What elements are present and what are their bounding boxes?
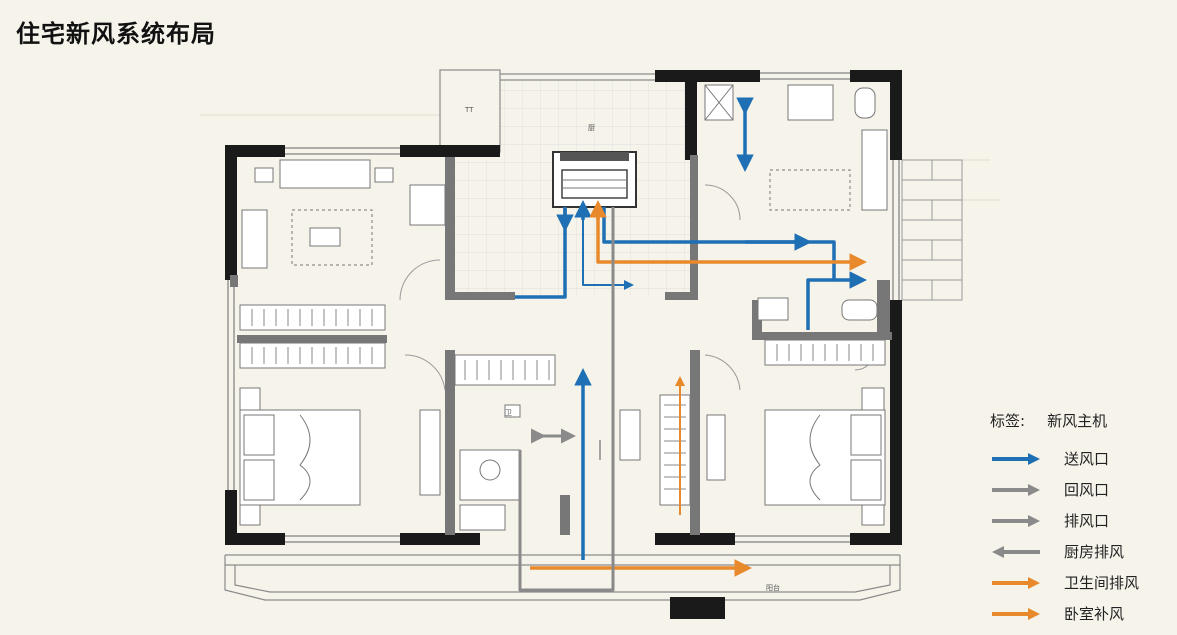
legend-label: 回风口 — [1064, 481, 1110, 499]
room-label-bath: 卫 — [505, 409, 512, 417]
fresh-air-unit — [552, 151, 637, 208]
balcony-bottom — [224, 554, 901, 601]
legend-label: 卧室补风 — [1064, 605, 1125, 623]
room-label-balcony: 阳台 — [766, 583, 780, 592]
room-label-kitchen: 厨 — [588, 124, 595, 132]
legend-label: 卫生间排风 — [1064, 574, 1140, 592]
legend: 标签: 新风主机 送风口 回风口 排风口 厨房排风 — [990, 410, 1170, 629]
return-duct-main — [518, 207, 615, 592]
legend-item-supply: 送风口 — [990, 443, 1170, 474]
interior-partitions — [230, 155, 892, 535]
bedroom-makeup-arrow-icon — [992, 607, 1040, 620]
bathroom-exhaust-arrow-icon — [992, 576, 1040, 589]
supply-arrow-icon — [992, 452, 1040, 465]
middle-bathroom-fixtures — [459, 404, 521, 531]
right-bedroom-bed — [706, 387, 886, 526]
legend-item-exhaust: 排风口 — [990, 505, 1170, 536]
supply-duct-master — [602, 207, 812, 251]
door-swings — [399, 184, 876, 391]
exhaust-arrow-icon — [992, 514, 1040, 527]
exhaust-ducts — [530, 200, 867, 577]
supply-air-ducts — [515, 200, 867, 560]
top-right-bathroom-fixtures — [704, 84, 888, 321]
legend-label: 排风口 — [1064, 512, 1110, 530]
legend-label: 送风口 — [1064, 450, 1110, 468]
windows — [227, 72, 900, 543]
bathroom-floor-tiles — [455, 160, 500, 295]
legend-item-bathroom-exhaust: 卫生间排风 — [990, 567, 1170, 598]
legend-item-kitchen-exhaust: 厨房排风 — [990, 536, 1170, 567]
return-ducts — [518, 207, 615, 592]
balcony-right — [901, 159, 963, 301]
wardrobe-hatching — [251, 309, 874, 490]
supply-duct-living — [515, 207, 567, 299]
legend-item-return: 回风口 — [990, 474, 1170, 505]
legend-item-bedroom-makeup: 卧室补风 — [990, 598, 1170, 629]
page-title: 住宅新风系统布局 — [16, 20, 216, 48]
outer-walls — [225, 70, 902, 619]
living-room-furniture — [241, 159, 394, 269]
legend-label: 厨房排风 — [1064, 543, 1125, 561]
return-arrow-icon — [992, 483, 1040, 496]
left-bedroom-bed — [239, 387, 361, 526]
legend-unit-label: 新风主机 — [1047, 412, 1108, 430]
room-label-tt: TT — [464, 106, 474, 114]
legend-header: 标签: 新风主机 — [990, 410, 1170, 431]
legend-title: 标签: — [990, 412, 1026, 430]
kitchen-exhaust-arrow-icon — [992, 545, 1040, 558]
exhaust-duct-bath — [596, 207, 867, 271]
